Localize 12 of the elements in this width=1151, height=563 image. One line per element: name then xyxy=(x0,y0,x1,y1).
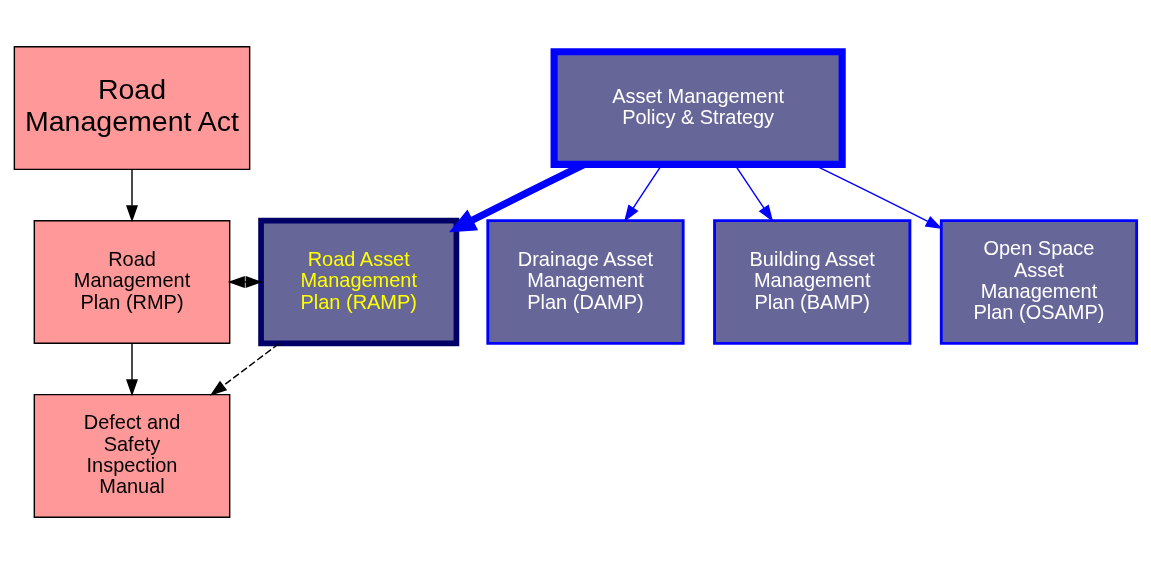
node-box: Road Management Act xyxy=(13,45,251,170)
arrow xyxy=(209,342,280,396)
node-box: Building Asset Management Plan (BAMP) xyxy=(713,218,912,345)
node-box: Defect and Safety Inspection Manual xyxy=(33,393,231,518)
arrow xyxy=(126,168,138,222)
arrow xyxy=(227,275,263,288)
node-box: Drainage Asset Management Plan (DAMP) xyxy=(486,218,685,345)
arrow xyxy=(126,342,138,396)
node-box: Asset Management Policy & Strategy xyxy=(550,47,846,168)
node-box: Road Asset Management Plan (RAMP) xyxy=(258,217,460,346)
node-box: Road Management Plan (RMP) xyxy=(33,219,231,344)
node-box: Open Space Asset Management Plan (OSAMP) xyxy=(939,218,1139,345)
